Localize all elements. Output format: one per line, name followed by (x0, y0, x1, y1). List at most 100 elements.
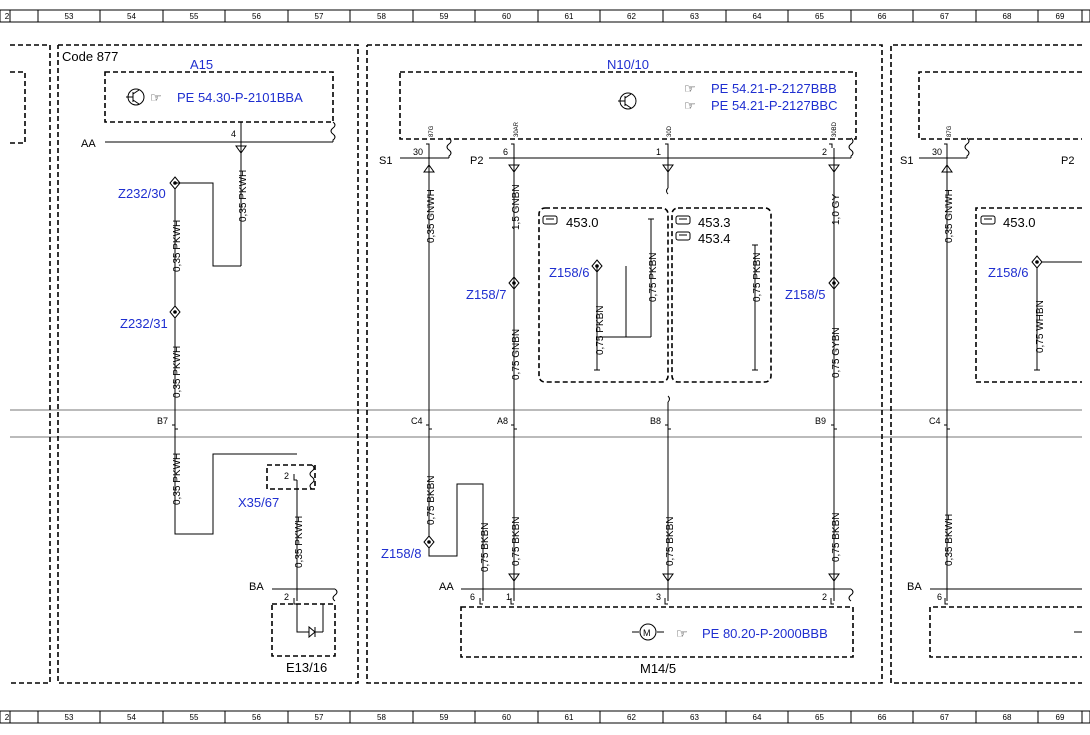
motor-reference-link[interactable]: PE 80.20-P-2000BBB (702, 626, 828, 641)
component-e13-16-label: E13/16 (286, 660, 327, 675)
ruler-column-label: 65 (815, 12, 824, 21)
motor-m14-5-box (460, 606, 854, 658)
arrow-down-icon (508, 164, 520, 173)
terminal-label: 87G (947, 125, 953, 137)
ruler-column-label: 62 (627, 12, 636, 21)
ruler-column-label: 59 (440, 713, 449, 722)
pin-label: 1 (506, 592, 511, 602)
wire-label: 0,35 GNWH (426, 189, 437, 243)
splice-z158-6-label[interactable]: Z158/6 (988, 265, 1028, 280)
ruler-column-label: 63 (690, 12, 699, 21)
variant-453-4-label: 453.4 (698, 231, 731, 246)
panel-code-877: Code 877 A15 ☞ PE 54.30-P-2101BBA AA 4 0… (57, 44, 359, 684)
wire-break (667, 395, 670, 403)
terminal-icon (944, 598, 948, 605)
ruler-column-label: 67 (940, 12, 949, 21)
shield-break (309, 464, 315, 490)
s1-label: S1 (900, 155, 913, 167)
wire-label: 0,75 GYBN (831, 327, 842, 378)
wire-label: 0,75 BKBN (511, 517, 522, 566)
variant-453-3-box (671, 207, 772, 383)
car-icon (980, 215, 996, 225)
connector-x35-67-label[interactable]: X35/67 (238, 495, 279, 510)
wire-label: 0,75 GNBN (511, 329, 522, 380)
p2-label: P2 (1061, 155, 1074, 167)
pin-label: 1 (656, 147, 661, 157)
pin-label: 2 (822, 592, 827, 602)
terminal-icon (479, 598, 483, 605)
ruler-column-label: 59 (440, 12, 449, 21)
ruler-column-label: 69 (1056, 12, 1065, 21)
ruler-column-label: 63 (690, 713, 699, 722)
x35-67-box (266, 464, 316, 490)
splice-z158-5-label[interactable]: Z158/5 (785, 287, 825, 302)
motor-icon: M (632, 623, 664, 641)
ruler-frame (0, 710, 1090, 724)
terminal-icon (665, 143, 669, 148)
variant-453-3-label: 453.3 (698, 215, 731, 230)
wire-label: 0,75 BKBN (665, 517, 676, 566)
wire-label: 0,75 PKBN (752, 253, 763, 302)
arrow-down-icon (235, 145, 247, 154)
sep-b9-label: B9 (815, 416, 826, 426)
pin-label: 4 (231, 129, 236, 139)
wire-label: 1,0 GY (831, 194, 842, 225)
ruler-column-label: 57 (315, 713, 324, 722)
car-icon (542, 215, 558, 225)
car-icon (675, 231, 691, 241)
terminal-icon (830, 598, 834, 605)
code-label: Code 877 (62, 49, 118, 64)
left-stub-panel (10, 44, 51, 684)
ruler-column-label: 69 (1056, 713, 1065, 722)
sep-b8-label: B8 (650, 416, 661, 426)
terminal-icon (510, 598, 514, 605)
variant-453-0-box (538, 207, 669, 383)
splice-z232-31-label[interactable]: Z232/31 (120, 316, 168, 331)
n10-reference-link-2[interactable]: PE 54.21-P-2127BBC (711, 98, 837, 113)
shield-break (848, 137, 854, 158)
ruler-column-label: 60 (502, 12, 511, 21)
ruler-frame (0, 9, 1090, 23)
ruler-column-label: 55 (190, 12, 199, 21)
arrow-down-icon (828, 573, 840, 582)
sep-b7-label: B7 (157, 416, 168, 426)
shield-break (848, 588, 854, 602)
pin-label: 2 (284, 471, 289, 481)
pin-label: 6 (470, 592, 475, 602)
pin-label: 2 (822, 147, 827, 157)
module-n10-10-label[interactable]: N10/10 (607, 57, 649, 72)
separation-point (511, 424, 517, 430)
a15-reference-link[interactable]: PE 54.30-P-2101BBA (177, 90, 303, 105)
splice-z158-8-label[interactable]: Z158/8 (381, 546, 421, 561)
ruler-column-label: 57 (315, 12, 324, 21)
wire-label: 1,5 GNBN (511, 184, 522, 230)
car-icon (675, 215, 691, 225)
shield-break (964, 137, 970, 158)
splice-icon (508, 276, 520, 290)
splice-z158-6-label[interactable]: Z158/6 (549, 265, 589, 280)
component-m14-5-label: M14/5 (640, 661, 676, 676)
pin-label: 30 (413, 147, 423, 157)
terminal-icon (829, 143, 833, 148)
module-n10-10-box (399, 71, 857, 140)
transistor-icon (126, 88, 145, 106)
connector-aa-label: AA (439, 581, 454, 593)
n10-reference-link-1[interactable]: PE 54.21-P-2127BBB (711, 81, 837, 96)
splice-z232-30-label[interactable]: Z232/30 (118, 186, 166, 201)
arrow-up-icon (423, 164, 435, 173)
pin-label: 6 (503, 147, 508, 157)
pin-label: 2 (284, 592, 289, 602)
s1-label: S1 (379, 155, 392, 167)
wire-label: 0,35 PKWH (294, 516, 305, 568)
shield-break (446, 137, 452, 158)
ruler-column-label: 53 (65, 12, 74, 21)
wire-break (666, 187, 669, 195)
splice-z158-7-label[interactable]: Z158/7 (466, 287, 506, 302)
sep-a8-label: A8 (497, 416, 508, 426)
terminal-label: 30BD (832, 121, 838, 137)
pointing-hand-icon: ☞ (676, 626, 688, 641)
module-a15-label[interactable]: A15 (190, 57, 213, 72)
ruler-column-label: 60 (502, 713, 511, 722)
panel-n10-10: N10/10 ☞ PE 54.21-P-2127BBB ☞ PE 54.21-P… (366, 44, 883, 684)
